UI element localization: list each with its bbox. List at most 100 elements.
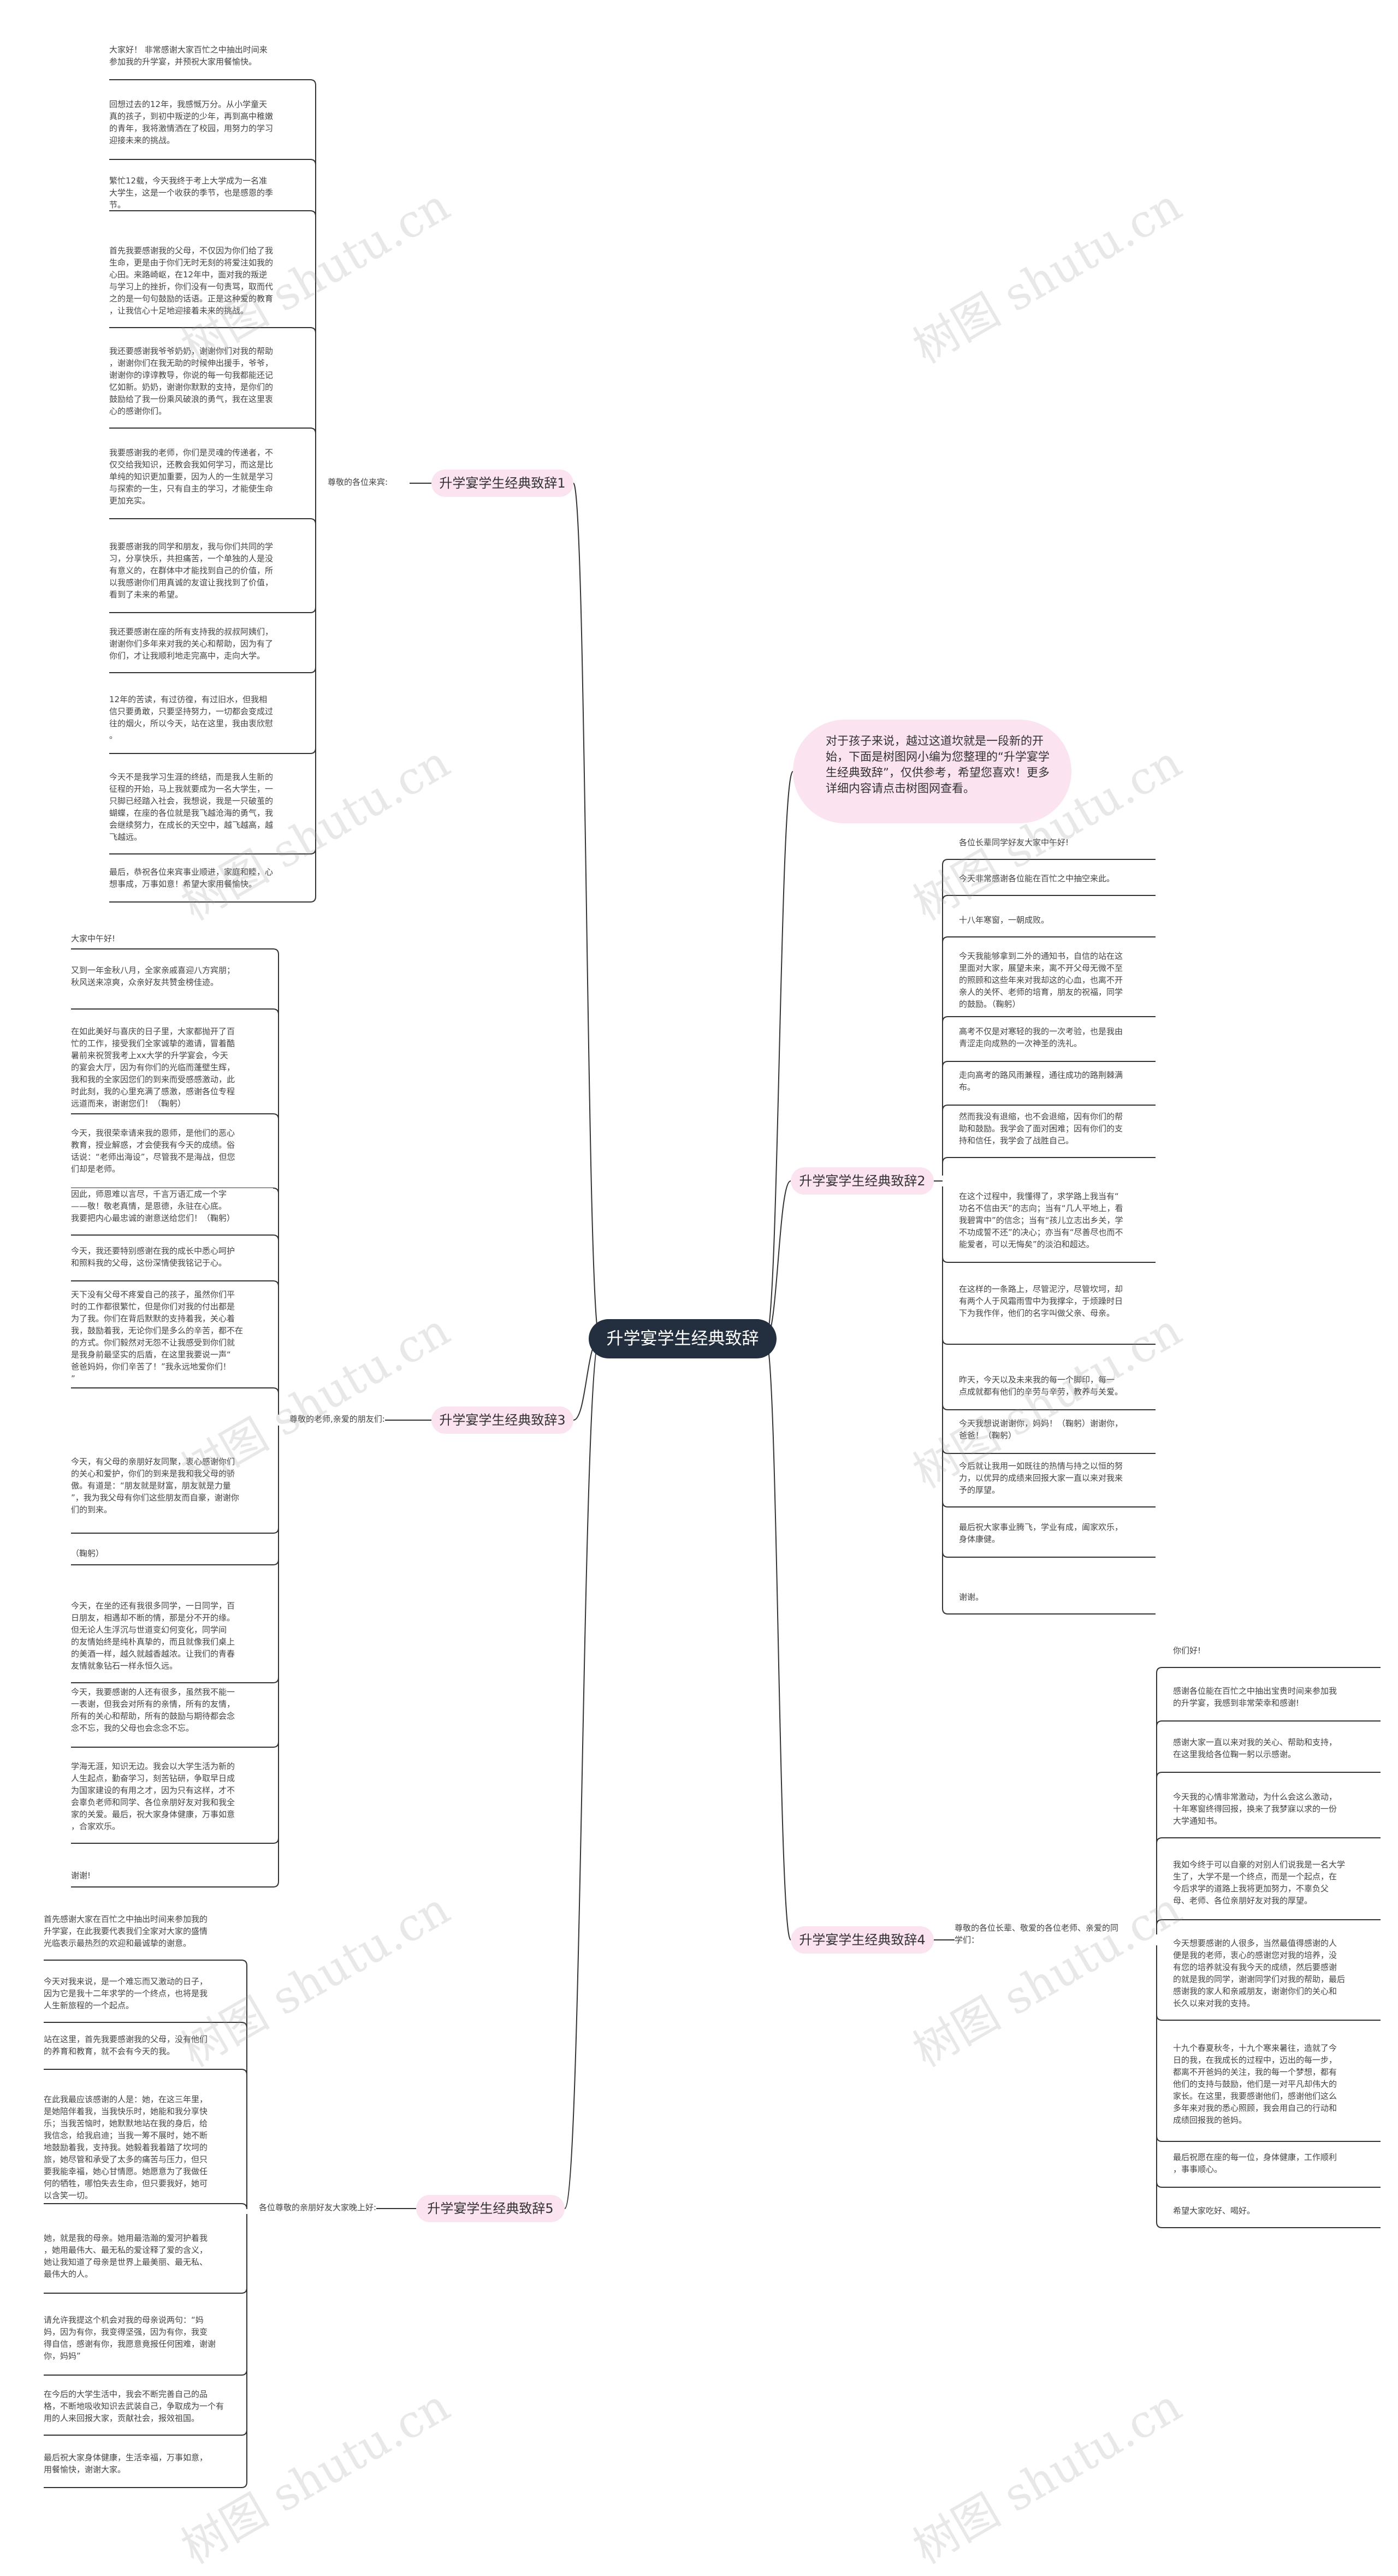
connector-line xyxy=(240,2069,247,2203)
leaf-text: 我如今终于可以自豪的对别人们说我是一名大学 生了，大学不是一个终点，而是一个起点… xyxy=(1173,1859,1381,1919)
connector-line xyxy=(273,1426,279,1748)
leaf-text: 然而我没有退缩，也不会退缩，因有你们的帮 助和鼓励。我学会了面对困难；因有你们的… xyxy=(959,1111,1156,1156)
root-topic[interactable]: 升学宴学生经典致辞 xyxy=(589,1319,777,1358)
leaf-text: 最后祝大家身体健康，生活幸福，万事如意， 用餐愉快，谢谢大家。 xyxy=(44,2452,240,2486)
leaf-text: 今天我能够拿到二外的通知书，自信的站在这 里面对大家，展望未来，离不开父母无微不… xyxy=(959,950,1156,1016)
connector-line xyxy=(306,489,316,673)
leaf-text: 在今后的大学生活中，我会不断完善自己的品 格，不断地吸收知识去武装自己，争取成为… xyxy=(44,2388,240,2434)
branch-sublabel: 尊敬的各位来宾: xyxy=(328,476,388,488)
leaf-text: 感谢各位能在百忙之中抽出宝贵时间来参加我 的升学宴，我感到非常荣幸和感谢! xyxy=(1173,1685,1381,1720)
connector-line xyxy=(765,1338,791,1940)
connector-line xyxy=(942,859,959,1176)
connector-line xyxy=(273,1387,279,1415)
leaf-text: 今天对我来说，是一个难忘而又激动的日子， 因为它是我十二年求学的一个终点，也将是… xyxy=(44,1975,240,2021)
leaf-text: 今天，我很荣幸请来我的恩师，是他们的恶心 教育，授业解惑，才会使我有今天的成绩。… xyxy=(71,1127,273,1187)
leaf-text: 今后就让我用一如既往的热情与持之以恒的努 力，以优异的成绩来回报大家一直以来对我… xyxy=(959,1460,1156,1506)
leaf-text: 各位长辈同学好友大家中午好! xyxy=(959,836,1156,858)
connector-line xyxy=(273,1426,279,1683)
leaf-text: 你们好! xyxy=(1173,1645,1381,1666)
connector-line xyxy=(564,1338,600,2209)
connector-line xyxy=(273,1188,279,1415)
leaf-text: 希望大家吃好、喝好。 xyxy=(1173,2205,1381,2227)
leaf-text: 十八年寒窗，一朝成败。 xyxy=(959,914,1156,936)
connector-line xyxy=(240,2214,247,2294)
connector-line xyxy=(273,1280,279,1415)
intro-note: 对于孩子来说，越过这道坎就是一段新的开始，下面是树图网小编为您整理的“升学宴学生… xyxy=(793,720,1071,823)
leaf-text: 今天想要感谢的人很多，当然最值得感谢的人 便是我的老师，衷心的感谢您对我的培养，… xyxy=(1173,1937,1381,2019)
connector-line xyxy=(240,2214,247,2488)
leaf-text: 我要感谢我的同学和朋友，我与你们共同的学 习，分享快乐，共担痛苦，一个单独的人是… xyxy=(109,541,306,612)
branch-sublabel: 尊敬的各位长辈、敬爱的各位老师、亲爱的同 学们： xyxy=(955,1922,1151,1946)
leaf-text: 谢谢。 xyxy=(959,1591,1156,1613)
connector-line xyxy=(1156,1945,1173,2142)
leaf-text: 在此我最应该感谢的人是：她，在这三年里， 是她陪伴着我，当我快乐时，她能和我分享… xyxy=(44,2093,240,2203)
connector-line xyxy=(1156,1945,1173,2188)
connector-line xyxy=(240,2214,247,2436)
connector-line xyxy=(306,478,316,525)
leaf-text: 因此，师恩难以言尽，千言万语汇成一个字 ——敬！敬老真情，是恩德，永驻在心底。 … xyxy=(71,1188,273,1234)
connector-line xyxy=(1156,1720,1173,1934)
branch-sublabel: 各位尊敬的亲朋好友大家晚上好: xyxy=(259,2201,377,2213)
leaf-text: 今天我想说谢谢你，妈妈！（鞠躬）谢谢你， 爸爸！（鞠躬） xyxy=(959,1417,1156,1452)
leaf-text: 学海无涯，知识无边。我会以大学生活为新的 人生起点，勤奋学习，刻苦钻研，争取早日… xyxy=(71,1760,273,1842)
connector-line xyxy=(273,1113,279,1415)
connector-line xyxy=(306,159,316,478)
branch-topic[interactable]: 升学宴学生经典致辞3 xyxy=(431,1406,573,1434)
leaf-text: 今天，有父母的亲朋好友同聚，衷心感谢你们 的关心和爱护，你们的到来是我和我父母的… xyxy=(71,1456,273,1532)
connector-line xyxy=(306,428,316,478)
connector-line xyxy=(306,79,316,478)
leaf-text: 谢谢! xyxy=(71,1869,273,1886)
leaf-text: 回想过去的12年，我感慨万分。从小学童天 真的孩子，到初中叛逆的少年，再到高中稚… xyxy=(109,98,306,158)
leaf-text: 走向高考的路风雨兼程，通往成功的路荆棘满 布。 xyxy=(959,1069,1156,1104)
connector-line xyxy=(1156,1837,1173,1934)
connector-line xyxy=(942,1186,959,1345)
connector-line xyxy=(306,210,316,478)
leaf-text: 感谢大家一直以来对我的关心、帮助和支持， 在这里我给各位鞠一躬以示感谢。 xyxy=(1173,1736,1381,1771)
leaf-text: 她，就是我的母亲。她用最浩瀚的爱河护着我 ，她用最伟大、最无私的爱诠释了爱的含义… xyxy=(44,2232,240,2292)
leaf-text: 今天，我还要特别感谢在我的成长中悉心呵护 和照料我的父母，这份深情使我铭记于心。 xyxy=(71,1245,273,1280)
connector-line xyxy=(942,1186,959,1558)
branch-sublabel: 尊敬的老师,亲爱的朋友们: xyxy=(289,1413,385,1425)
connector-line xyxy=(765,771,793,1339)
connector-line xyxy=(942,1186,959,1263)
leaf-text: 站在这里，首先我要感谢我的父母，没有他们 的养育和教育，就不会有今天的我。 xyxy=(44,2033,240,2068)
connector-line xyxy=(1156,1945,1173,2228)
connector-line xyxy=(306,489,316,903)
connector-line xyxy=(942,1157,959,1176)
leaf-text: 12年的苦读，有过彷徨，有过旧水，但我相 信只要勇敢，只要坚持努力，一切都会变成… xyxy=(109,693,306,752)
leaf-text: 最后祝大家事业腾飞，学业有成，阖家欢乐， 身体康健。 xyxy=(959,1521,1156,1556)
connector-line xyxy=(273,1008,279,1415)
leaf-text: 今天，我要感谢的人还有很多，虽然我不能一 一表谢，但我会对所有的亲情，所有的友情… xyxy=(71,1686,273,1746)
connector-line xyxy=(306,327,316,478)
leaf-text: 我还要感谢我爷爷奶奶，谢谢你们对我的帮助 ，谢谢你们在我无助的时候伸出援手，爷爷… xyxy=(109,345,306,427)
branch-topic[interactable]: 升学宴学生经典致辞1 xyxy=(431,470,573,497)
connector-line xyxy=(765,1180,791,1339)
leaf-text: 又到一年金秋八月，全家亲戚喜迎八方宾朋； 秋风送来凉爽，众亲好友共赞金榜佳迹。 xyxy=(71,964,273,1008)
connector-line xyxy=(273,1234,279,1415)
connector-line xyxy=(942,1105,959,1176)
leaf-text: 请允许我提这个机会对我的母亲说两句：“妈 妈，因为有你，我变得坚强，因为有你，我… xyxy=(44,2314,240,2374)
leaf-text: 我还要感谢在座的所有支持我的叔叔阿姨们， 谢谢你们多年来对我的关心和帮助，因为有… xyxy=(109,626,306,672)
connector-line xyxy=(306,489,316,754)
connector-line xyxy=(273,1426,279,1844)
connector-line xyxy=(1156,1772,1173,1934)
connector-line xyxy=(240,1960,247,2203)
connector-line xyxy=(1156,1919,1173,1934)
connector-line xyxy=(273,948,279,1415)
connector-line xyxy=(942,1186,959,1615)
branch-topic[interactable]: 升学宴学生经典致辞4 xyxy=(791,1926,934,1954)
connector-line xyxy=(942,1061,959,1176)
connector-line xyxy=(1156,1667,1173,1934)
connector-line xyxy=(306,489,316,613)
connector-line xyxy=(942,1016,959,1176)
leaf-text: 繁忙12载，今天我终于考上大学成为一名准 大学生，这是一个收获的季节，也是感恩的… xyxy=(109,175,306,210)
leaf-text: 我要感谢我的老师，你们是灵魂的传递者，不 仅交给我知识，还教会我如何学习，而这是… xyxy=(109,447,306,518)
leaf-text: 今天，在坐的还有我很多同学，一日同学，百 日朋友，相遇却不断的情，那是分不开的缘… xyxy=(71,1600,273,1682)
connector-line xyxy=(240,2022,247,2203)
leaf-text: 最后，恭祝各位来宾事业顺进，家庭和睦，心 想事成，万事如意！希望大家用餐愉快。 xyxy=(109,866,306,901)
leaf-text: （鞠躬） xyxy=(71,1547,273,1564)
branch-topic[interactable]: 升学宴学生经典致辞5 xyxy=(416,2195,565,2222)
leaf-text: 高考不仅是对寒轻的我的一次考验，也是我由 青涩走向成熟的一次神圣的洗礼。 xyxy=(959,1025,1156,1060)
branch-topic[interactable]: 升学宴学生经典致辞2 xyxy=(791,1167,934,1195)
